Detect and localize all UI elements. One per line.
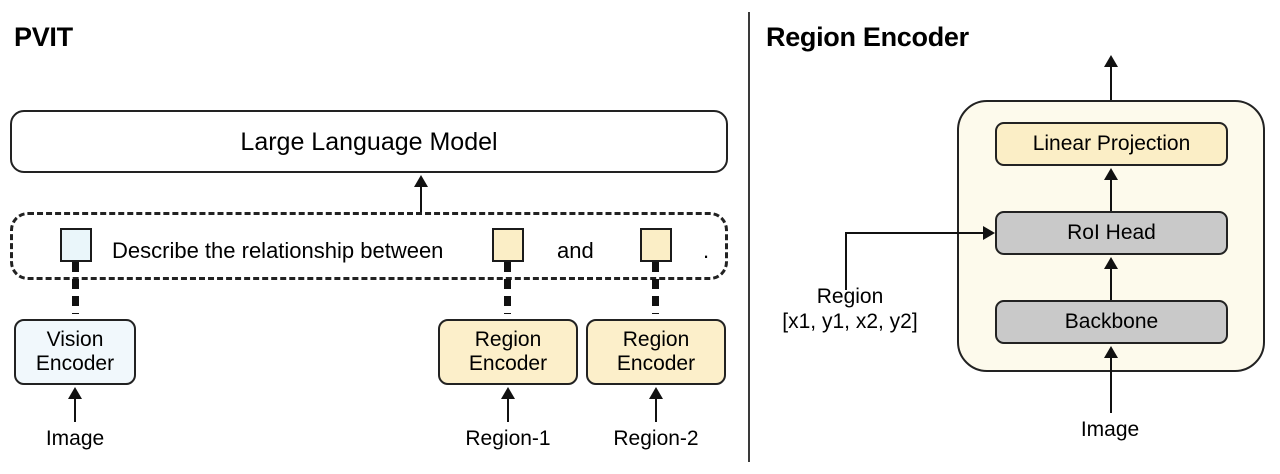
arrow-backbone-to-roi-head (1104, 257, 1118, 269)
region-encoder-2-box: Region Encoder (586, 319, 726, 385)
right-panel-title: Region Encoder (766, 22, 969, 52)
arrow-region1-line (507, 398, 509, 422)
panel-divider (748, 12, 750, 462)
image-input-label: Image (45, 427, 105, 450)
arrow-region-elbow-vertical (845, 232, 847, 290)
image-token[interactable] (60, 228, 92, 262)
arrow-roi-to-linear-head (1104, 168, 1118, 180)
arrow-output-head (1104, 55, 1118, 67)
linear-projection-box: Linear Projection (995, 122, 1228, 166)
dotted-connector-vision (72, 262, 79, 314)
region-1-token[interactable] (492, 228, 524, 262)
region-2-input-label: Region-2 (613, 427, 699, 450)
arrow-image-to-vision-line (74, 398, 76, 422)
arrow-region-elbow-head (983, 226, 995, 240)
arrow-region-elbow-horizontal (845, 232, 985, 234)
prompt-text-after: . (703, 238, 710, 263)
arrow-region2-line (655, 398, 657, 422)
arrow-region1-head (501, 387, 515, 399)
arrow-backbone-to-roi-line (1110, 268, 1112, 300)
region-coordinates-label-line1: Region (816, 285, 884, 308)
region-encoder-1-box: Region Encoder (438, 319, 578, 385)
prompt-dashed-container (10, 212, 728, 280)
right-image-input-label: Image (1080, 418, 1140, 441)
vision-encoder-box: Vision Encoder (14, 319, 136, 385)
region-2-token[interactable] (640, 228, 672, 262)
arrow-image-to-backbone-line (1110, 357, 1112, 413)
left-panel-title: PVIT (14, 22, 73, 52)
region-1-input-label: Region-1 (465, 427, 551, 450)
arrow-roi-to-linear-line (1110, 179, 1112, 211)
prompt-text-before: Describe the relationship between (112, 238, 444, 263)
large-language-model-box: Large Language Model (10, 110, 728, 173)
region-coordinates-label-line2: [x1, y1, x2, y2] (782, 310, 918, 333)
dotted-connector-region-2 (652, 262, 659, 314)
prompt-text-middle: and (557, 238, 594, 263)
arrow-image-to-backbone-head (1104, 346, 1118, 358)
arrow-region2-head (649, 387, 663, 399)
arrow-prompt-to-llm-line (420, 186, 422, 214)
arrow-image-to-vision-head (68, 387, 82, 399)
dotted-connector-region-1 (504, 262, 511, 314)
arrow-prompt-to-llm-head (414, 175, 428, 187)
roi-head-box: RoI Head (995, 211, 1228, 255)
backbone-box: Backbone (995, 300, 1228, 344)
arrow-output-line (1110, 66, 1112, 112)
